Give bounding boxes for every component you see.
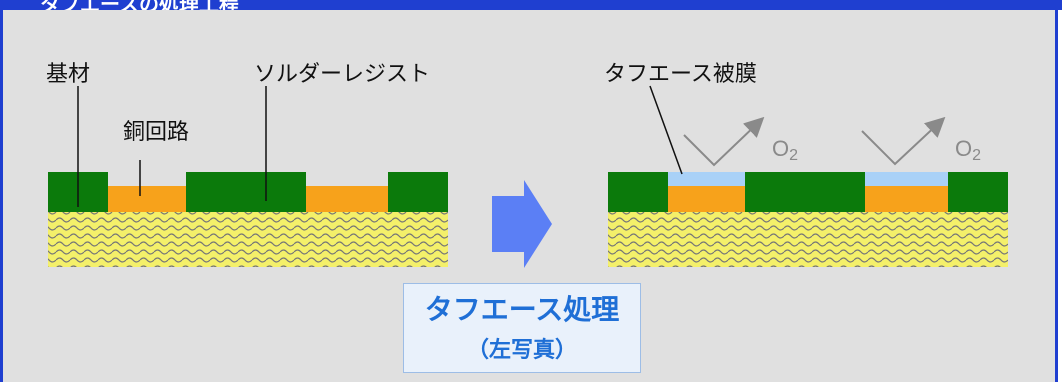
process-subtitle: （左写真） bbox=[466, 338, 577, 363]
leader-coating bbox=[649, 85, 683, 175]
solder-resist-right-1 bbox=[608, 172, 668, 212]
right-arrow-icon bbox=[492, 180, 552, 268]
solder-resist-right-3 bbox=[948, 172, 1008, 212]
coating-right-2 bbox=[865, 172, 948, 186]
copper-left-1 bbox=[108, 186, 186, 212]
label-copper-circuit: 銅回路 bbox=[123, 120, 190, 145]
copper-right-2 bbox=[865, 186, 948, 212]
solder-resist-right-2 bbox=[745, 172, 865, 212]
o2-label-left: O2 bbox=[772, 136, 798, 164]
solder-resist-left-2 bbox=[186, 172, 306, 212]
process-box: タフエース処理 （左写真） bbox=[403, 283, 641, 373]
coating-right-1 bbox=[668, 172, 745, 186]
copper-right-1 bbox=[668, 186, 745, 212]
copper-left-2 bbox=[306, 186, 388, 212]
o2-arrow-left bbox=[683, 116, 765, 167]
label-solder-resist: ソルダーレジスト bbox=[254, 62, 431, 87]
label-base-material: 基材 bbox=[46, 62, 91, 87]
o2-arrow-right bbox=[861, 116, 946, 166]
label-coating: タフエース被膜 bbox=[604, 62, 757, 87]
process-title: タフエース処理 bbox=[424, 293, 620, 326]
solder-resist-left-3 bbox=[388, 172, 448, 212]
substrate-left bbox=[48, 210, 448, 267]
o2-label-right: O2 bbox=[955, 136, 981, 164]
substrate-right bbox=[608, 210, 1008, 267]
